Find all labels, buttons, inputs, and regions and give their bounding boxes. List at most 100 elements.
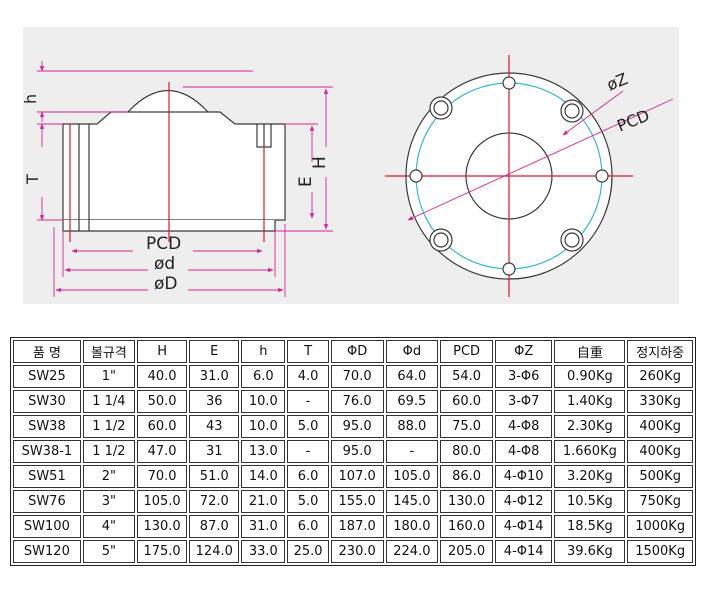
table-cell: 500Kg [627,465,693,488]
pcd-leader [407,98,674,221]
table-cell: 95.0 [330,415,384,438]
d-label: ød [154,254,175,274]
table-cell: 1.660Kg [554,440,626,463]
housing-outline [62,111,286,221]
table-cell: 6.0 [287,515,329,538]
bolt-hole-left [409,169,423,183]
table-cell: - [385,440,439,463]
table-cell: 750Kg [627,490,693,513]
table-cell: SW25 [13,365,81,388]
table-cell: 4-Φ14 [494,540,553,563]
table-cell: 31.0 [241,515,286,538]
bolt-hole-bottom [502,262,516,276]
table-cell: 400Kg [627,440,693,463]
table-cell: 69.5 [385,390,439,413]
column-header: 정지하중 [627,340,693,363]
table-cell: 3" [82,490,136,513]
h-label: h [23,94,40,104]
table-cell: 10.0 [241,415,286,438]
table-cell: SW51 [13,465,81,488]
table-cell: 6.0 [241,365,286,388]
table-cell: 5.0 [287,415,329,438]
table-cell: 1 1/2 [82,440,136,463]
table-cell: 51.0 [189,465,240,488]
table-cell: 86.0 [440,465,493,488]
table-cell: - [287,440,329,463]
table-cell: 50.0 [137,390,188,413]
technical-drawing: h T H E PCD ød øD [23,27,679,304]
table-cell: 39.6Kg [554,540,626,563]
table-cell: SW30 [13,390,81,413]
E-label: E [296,176,316,187]
column-header: ΦZ [494,340,553,363]
table-cell: 2.30Kg [554,415,626,438]
table-cell: SW38 [13,415,81,438]
table-cell: 64.0 [385,365,439,388]
table-cell: 330Kg [627,390,693,413]
table-cell: 3-Φ6 [494,365,553,388]
table-cell: 4-Φ12 [494,490,553,513]
table-cell: 4-Φ10 [494,465,553,488]
table-cell: 187.0 [330,515,384,538]
column-header: 볼규격 [82,340,136,363]
table-cell: 2" [82,465,136,488]
table-cell: 4-Φ8 [494,440,553,463]
table-cell: 70.0 [330,365,384,388]
column-header: 품 명 [13,340,81,363]
table-cell: 224.0 [385,540,439,563]
table-cell: 87.0 [189,515,240,538]
pocket-lower-right-inner [564,232,580,248]
table-cell: 88.0 [385,415,439,438]
table-cell: 6.0 [287,465,329,488]
column-header: ΦD [330,340,384,363]
table-cell: 180.0 [385,515,439,538]
table-cell: 205.0 [440,540,493,563]
table-cell: 13.0 [241,440,286,463]
table-cell: 107.0 [330,465,384,488]
table-cell: 4" [82,515,136,538]
T-label: T [23,174,42,185]
table-cell: 4-Φ8 [494,415,553,438]
z-leader [562,90,624,136]
table-cell: 3-Φ7 [494,390,553,413]
table-cell: 72.0 [189,490,240,513]
table-cell: 400Kg [627,415,693,438]
table-cell: 31.0 [189,365,240,388]
table-cell: 10.0 [241,390,286,413]
table-cell: 76.0 [330,390,384,413]
table-cell: 260Kg [627,365,693,388]
table-cell: 130.0 [137,515,188,538]
table-cell: 95.0 [330,440,384,463]
column-header: E [189,340,240,363]
table-cell: 21.0 [241,490,286,513]
table-cell: 4.0 [287,365,329,388]
table-cell: 54.0 [440,365,493,388]
table-cell: 1500Kg [627,540,693,563]
pocket-upper-left-inner [433,100,449,116]
table-cell: 14.0 [241,465,286,488]
table-cell: 124.0 [189,540,240,563]
table-cell: 0.90Kg [554,365,626,388]
table-cell: 60.0 [137,415,188,438]
table-cell: 3.20Kg [554,465,626,488]
column-header: h [241,340,286,363]
table-cell: SW120 [13,540,81,563]
table-cell: 18.5Kg [554,515,626,538]
table-cell: 36 [189,390,240,413]
table-cell: 75.0 [440,415,493,438]
pocket-lower-left-inner [433,232,449,248]
table-cell: 5" [82,540,136,563]
pocket-upper-right-inner [564,103,580,119]
table-cell: 175.0 [137,540,188,563]
table-cell: 160.0 [440,515,493,538]
table-cell: 130.0 [440,490,493,513]
